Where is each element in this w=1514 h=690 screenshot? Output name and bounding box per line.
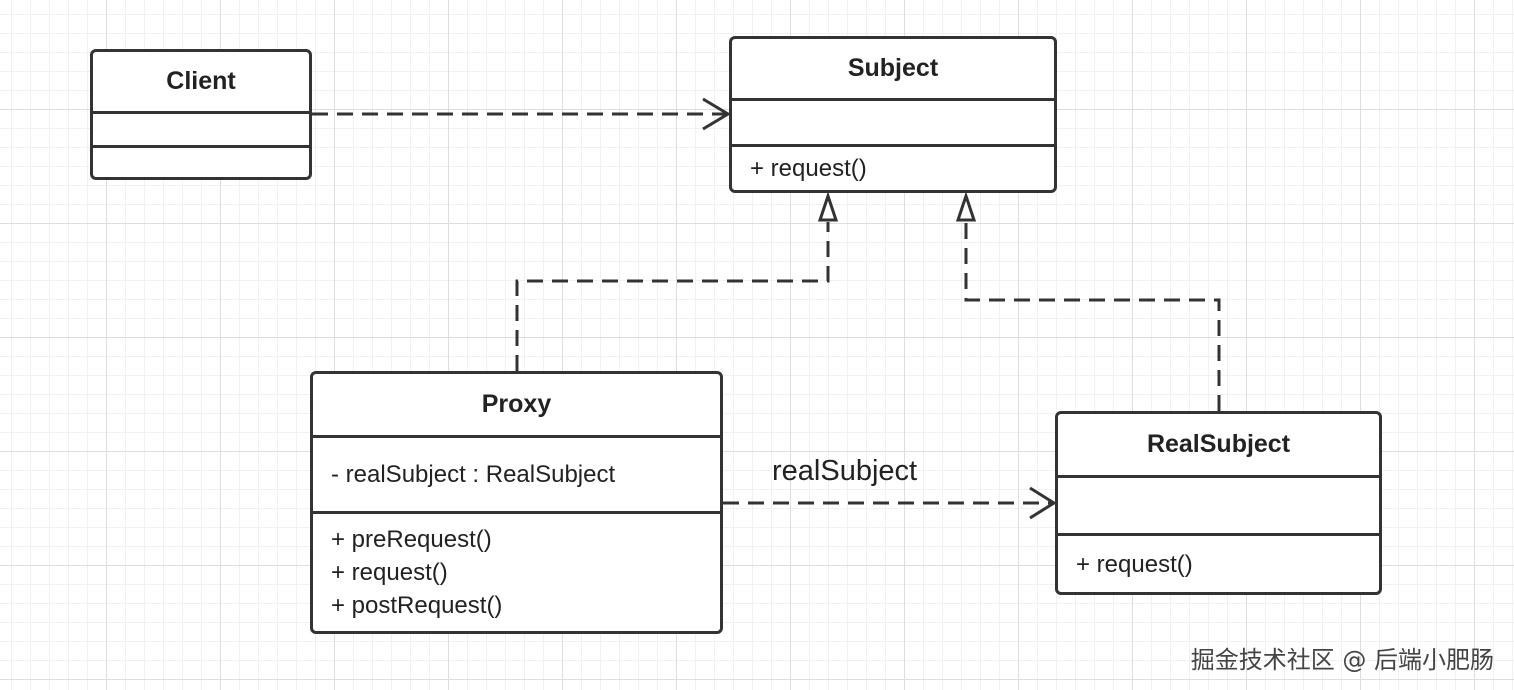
class-subject-name: Subject [732,39,1054,101]
operation: + request() [750,155,867,182]
operation: + postRequest() [331,592,503,619]
association-label: realSubject [772,455,918,487]
proxy-subject-realization-line [515,222,830,371]
class-subject-attributes [732,101,1054,147]
attribute: - realSubject : RealSubject [331,461,616,488]
class-proxy-name: Proxy [313,374,720,438]
class-realsubject-attributes [1058,478,1379,536]
class-realsubject-operations: + request() [1058,536,1379,592]
proxy-realization-triangle [817,191,839,222]
watermark-text: 掘金技术社区 @ 后端小肥肠 [1190,646,1494,674]
operation: + preRequest() [331,526,492,553]
class-realsubject: RealSubject + request() [1055,411,1382,595]
proxy-realsubject-arrowhead [1029,486,1057,520]
class-proxy: Proxy - realSubject : RealSubject + preR… [310,371,723,634]
class-subject: Subject + request() [729,36,1057,193]
class-client-operations [93,148,309,177]
operation: + request() [331,559,448,586]
realsubject-realization-triangle [955,191,977,222]
class-proxy-operations: + preRequest() + request() + postRequest… [313,514,720,631]
class-realsubject-name: RealSubject [1058,414,1379,478]
class-subject-operations: + request() [732,147,1054,190]
class-client-attributes [93,114,309,148]
class-client-name: Client [93,52,309,114]
class-client: Client [90,49,312,180]
class-proxy-attributes: - realSubject : RealSubject [313,438,720,514]
client-subject-arrowhead [702,97,731,131]
operation: + request() [1076,550,1193,578]
realsubject-subject-realization-line [964,222,1221,411]
